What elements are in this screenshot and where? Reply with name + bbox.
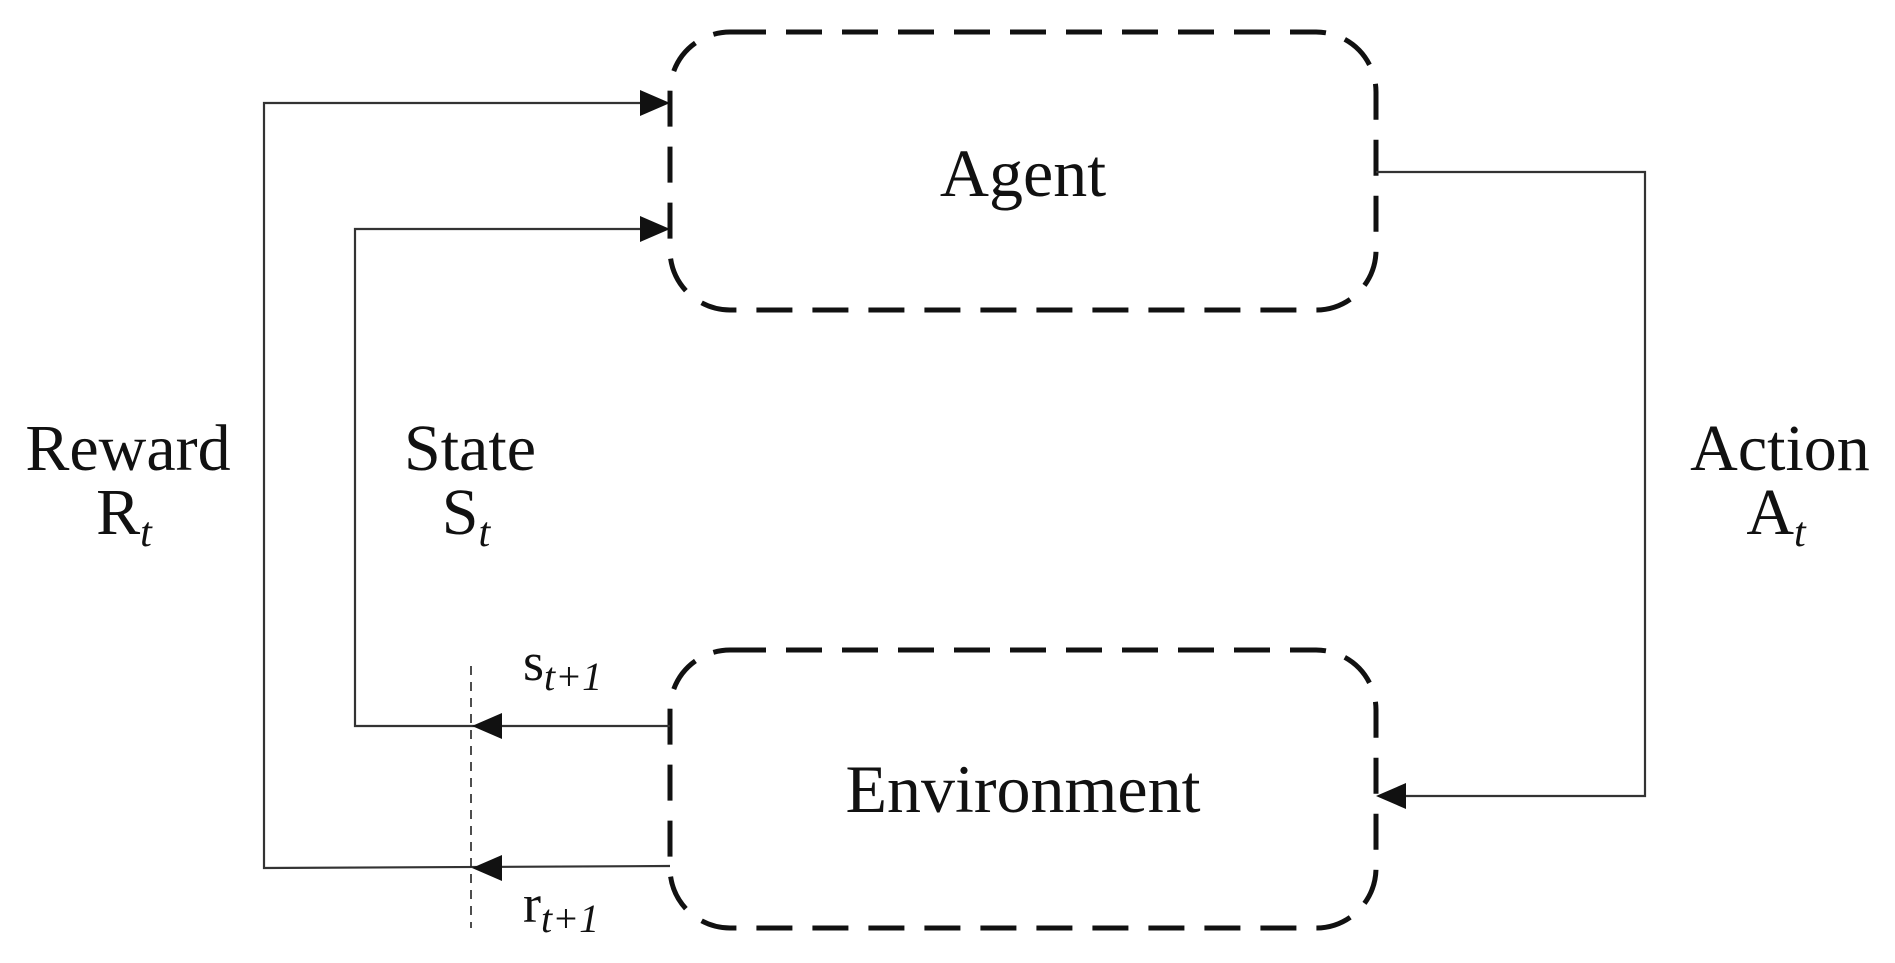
environment-node: Environment xyxy=(667,647,1379,931)
timestep-boundary xyxy=(470,666,502,928)
next-reward-subscript: t+1 xyxy=(541,896,599,941)
state-name: State xyxy=(404,412,536,485)
reward-symbol-letter: R xyxy=(96,476,140,549)
reward-connector xyxy=(262,90,671,870)
action-label-group: Action At xyxy=(1690,412,1870,556)
action-arrowhead-icon xyxy=(1376,783,1406,809)
reward-name: Reward xyxy=(25,412,230,485)
reward-symbol-subscript: t xyxy=(140,510,153,556)
action-name: Action xyxy=(1690,412,1870,485)
agent-node: Agent xyxy=(667,29,1379,313)
reward-line xyxy=(262,101,671,870)
environment-box xyxy=(667,647,1379,931)
next-reward-arrowhead-icon xyxy=(472,855,502,881)
next-state-subscript: t+1 xyxy=(544,654,602,699)
next-state-letter: s xyxy=(523,632,544,692)
agent-label: Agent xyxy=(940,135,1106,211)
reward-label-group: Reward Rt xyxy=(25,412,230,556)
environment-label: Environment xyxy=(845,751,1200,827)
state-connector xyxy=(353,216,670,728)
action-symbol-subscript: t xyxy=(1794,510,1807,556)
action-connector xyxy=(1376,170,1647,809)
next-state-label: st+1 xyxy=(523,632,602,699)
next-reward-letter: r xyxy=(523,874,541,934)
action-line xyxy=(1376,170,1647,798)
state-arrowhead-icon xyxy=(640,216,670,242)
action-symbol-letter: A xyxy=(1746,476,1794,549)
next-state-arrowhead-icon xyxy=(472,713,502,739)
next-reward-label: rt+1 xyxy=(523,874,599,941)
state-symbol: St xyxy=(442,476,492,556)
state-symbol-subscript: t xyxy=(479,510,492,556)
state-line xyxy=(353,227,670,728)
action-symbol: At xyxy=(1746,476,1807,556)
reward-symbol: Rt xyxy=(96,476,153,556)
reward-arrowhead-icon xyxy=(640,90,670,116)
state-symbol-letter: S xyxy=(442,476,479,549)
state-label-group: State St xyxy=(404,412,536,556)
